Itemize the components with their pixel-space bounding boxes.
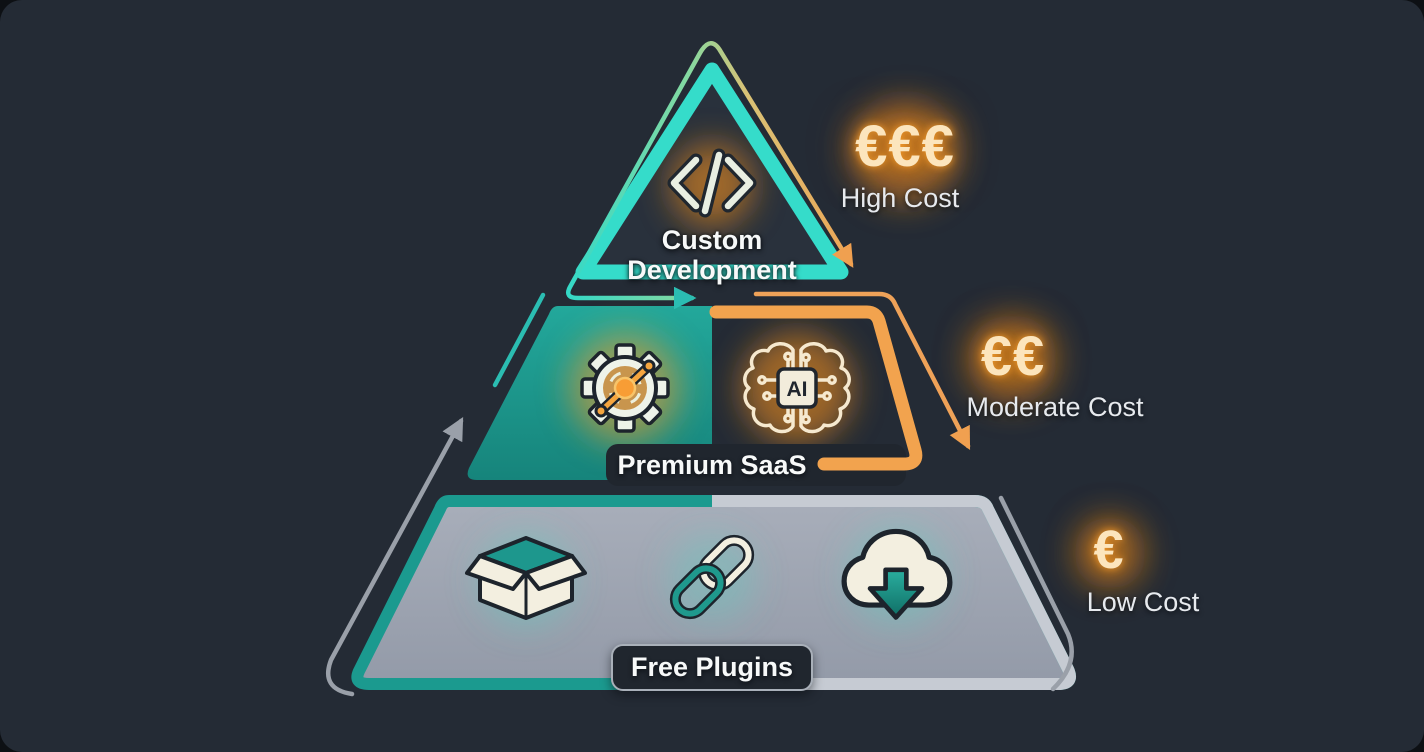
tier1-cost-symbol: €€€ bbox=[855, 114, 955, 179]
flow-arrow-tier2-orange bbox=[753, 291, 971, 451]
cloud-download-icon bbox=[841, 528, 953, 620]
tier3-cost-symbol: € bbox=[1093, 520, 1125, 580]
tier1-label-line2: Development bbox=[627, 255, 797, 285]
flow-arrow-left-gray bbox=[325, 417, 464, 697]
flow-arrow-tier1 bbox=[566, 41, 854, 310]
tier1-label: Custom Development bbox=[552, 225, 872, 285]
code-icon bbox=[667, 148, 757, 218]
ai-brain-chip-icon: AI bbox=[743, 342, 851, 434]
tier2-label: Premium SaaS bbox=[617, 450, 807, 480]
tier3-label: Free Plugins bbox=[611, 644, 813, 691]
tier2-orange-stroke bbox=[709, 305, 923, 471]
tier2-cost-label: Moderate Cost bbox=[966, 392, 1144, 422]
ai-chip-text: AI bbox=[787, 378, 808, 401]
chain-link-icon bbox=[669, 534, 755, 620]
gear-icon bbox=[580, 343, 670, 433]
flow-line-tier2-teal bbox=[492, 292, 546, 388]
tier1-cost-label: High Cost bbox=[840, 183, 960, 213]
tier2-cost-symbol: €€ bbox=[980, 324, 1046, 387]
flow-line-right-gray bbox=[998, 495, 1074, 692]
premium-saas-label-plate bbox=[606, 444, 906, 486]
tier1-label-line1: Custom bbox=[661, 225, 763, 255]
open-box-icon bbox=[465, 536, 587, 620]
tier3-cost-label: Low Cost bbox=[1086, 587, 1200, 617]
